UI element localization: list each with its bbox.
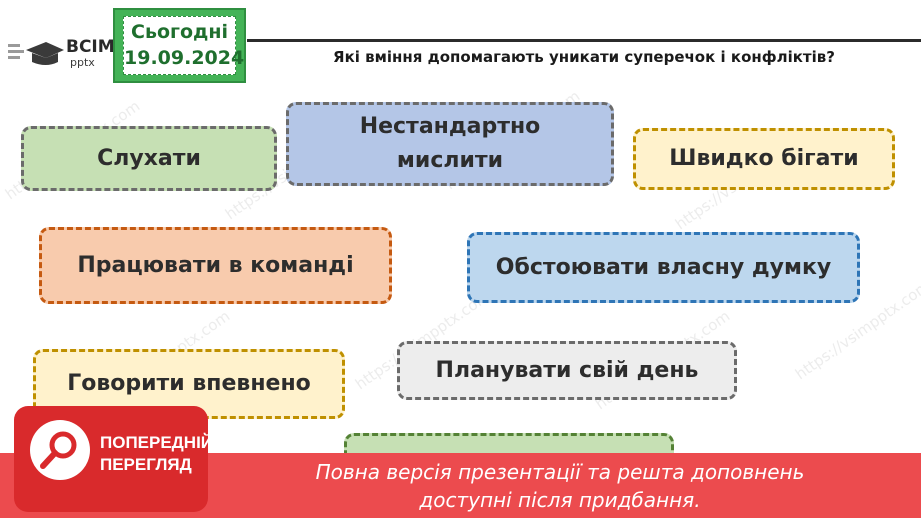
badge-line1: ПОПЕРЕДНІЙ	[100, 433, 214, 452]
skill-card-label: Нестандартно мислити	[359, 114, 541, 173]
date-value: 19.09.2024	[124, 47, 245, 69]
site-logo[interactable]: ВСІМ pptx	[6, 34, 115, 74]
skill-card-label: Обстоювати власну думку	[495, 254, 832, 280]
preview-message: Повна версія презентації та решта доповн…	[315, 460, 805, 512]
skill-card-label: Говорити впевнено	[67, 371, 311, 396]
logo-text: ВСІМ	[66, 37, 115, 57]
skill-card-label: Швидко бігати	[669, 146, 859, 171]
graduation-cap-icon	[8, 42, 64, 65]
skill-card-defend[interactable]: Обстоювати власну думку	[467, 232, 860, 303]
skill-card-label: Планувати свій день	[435, 357, 699, 383]
date-inner: Сьогодні 19.09.2024	[123, 16, 245, 75]
preview-badge[interactable]: ПОПЕРЕДНІЙ ПЕРЕГЛЯД	[14, 406, 213, 512]
skill-card-think[interactable]: Нестандартно мислити	[286, 102, 614, 186]
date-label: Сьогодні	[131, 21, 228, 43]
question-title: Які вміння допомагають уникати суперечок…	[333, 48, 835, 66]
logo-subtext: pptx	[70, 56, 95, 69]
skill-card-team[interactable]: Працювати в команді	[39, 227, 392, 304]
badge-text: ПОПЕРЕДНІЙ ПЕРЕГЛЯД	[100, 432, 213, 476]
question-title-bar: Які вміння допомагають уникати суперечок…	[247, 39, 921, 75]
skill-card-run[interactable]: Швидко бігати	[633, 128, 895, 190]
badge-line2: ПЕРЕГЛЯД	[100, 455, 192, 474]
skill-card-listen[interactable]: Слухати	[21, 126, 277, 191]
magnifier-icon	[40, 431, 77, 469]
date-panel: Сьогодні 19.09.2024	[113, 8, 246, 83]
skill-card-label: Слухати	[97, 145, 201, 171]
skill-card-plan[interactable]: Планувати свій день	[397, 341, 737, 400]
badge-circle	[30, 420, 90, 480]
skill-card-label: Працювати в команді	[77, 252, 354, 278]
